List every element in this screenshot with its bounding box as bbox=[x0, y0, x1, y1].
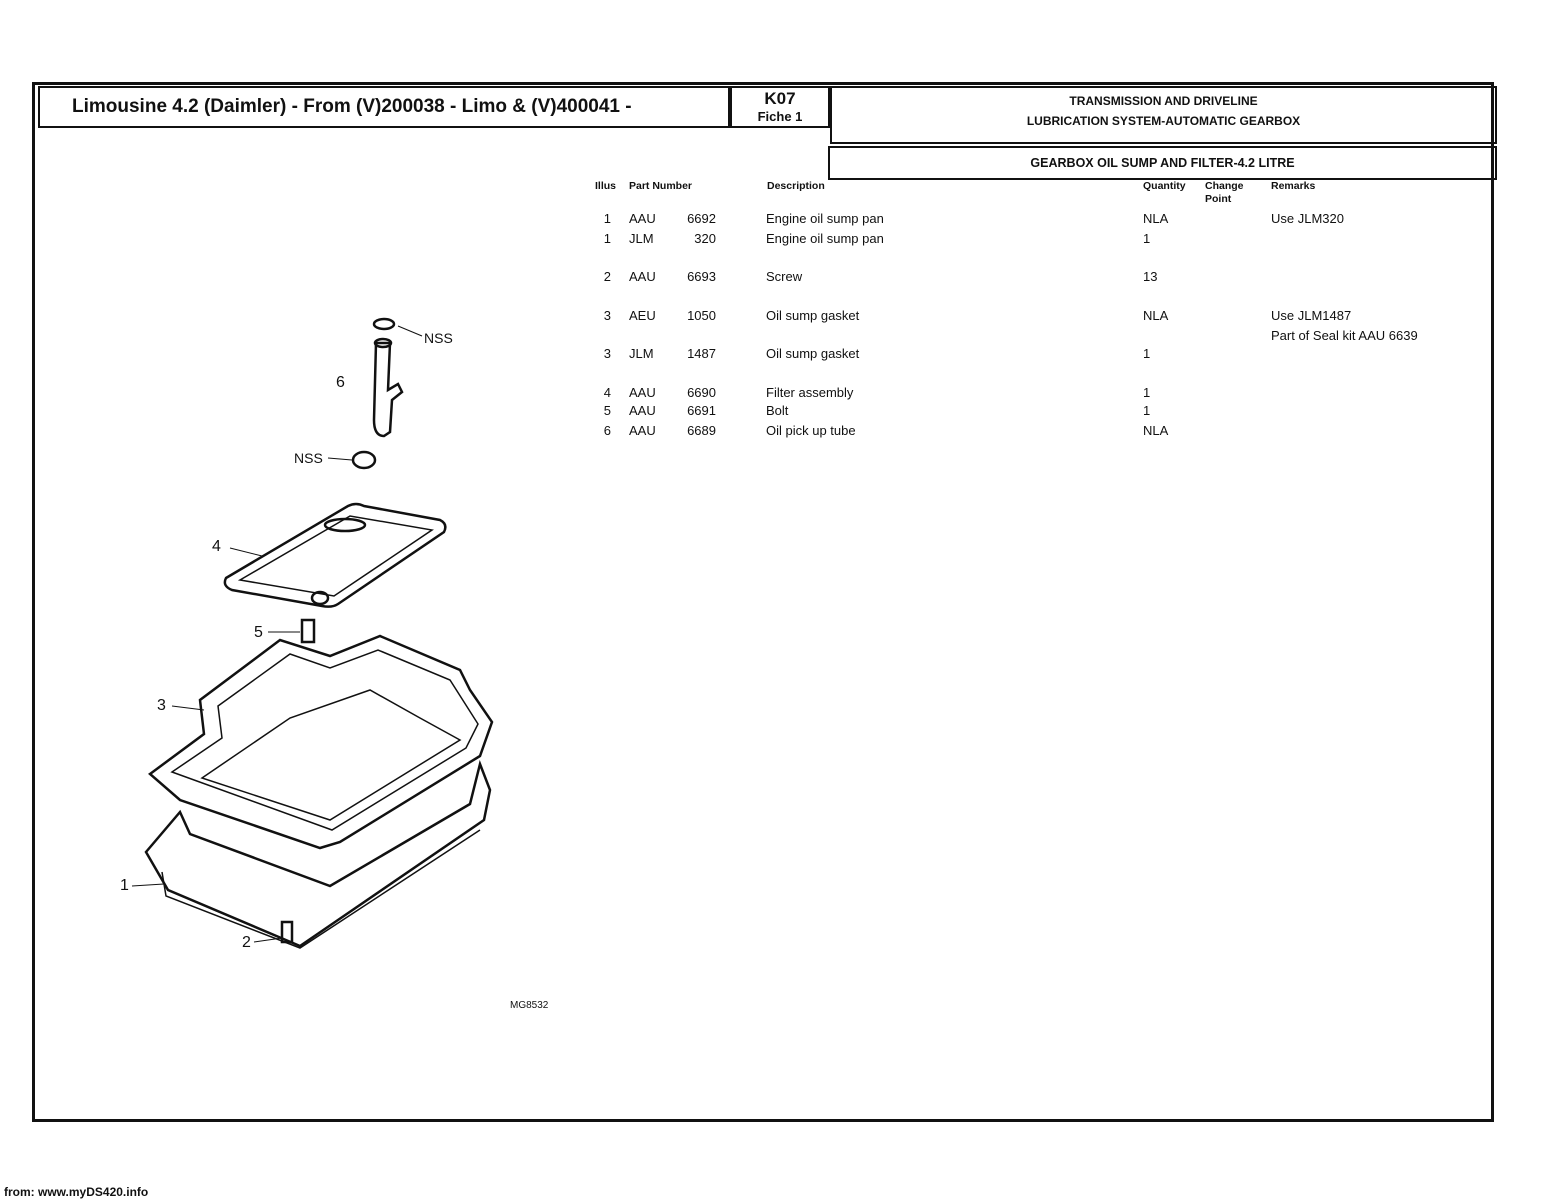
illus-number: 4 bbox=[603, 385, 611, 400]
part-quantity: 1 bbox=[1143, 346, 1151, 361]
part-number: 1050 bbox=[687, 308, 716, 323]
part-prefix: JLM bbox=[629, 231, 654, 246]
part-quantity: 1 bbox=[1143, 231, 1151, 246]
part-prefix: AAU bbox=[629, 385, 656, 400]
part-description: Bolt bbox=[766, 403, 789, 418]
part-prefix: AAU bbox=[629, 211, 656, 226]
illus-number: 3 bbox=[603, 346, 611, 361]
part-number: 6690 bbox=[687, 385, 716, 400]
illus-number: 5 bbox=[603, 403, 611, 418]
section-title: TRANSMISSION AND DRIVELINE bbox=[1069, 94, 1258, 108]
callout-6: 6 bbox=[336, 374, 345, 391]
part-quantity: 1 bbox=[1143, 403, 1151, 418]
part-number: 320 bbox=[694, 231, 716, 246]
part-quantity: NLA bbox=[1143, 211, 1169, 226]
sump-pan-part bbox=[144, 759, 492, 949]
exploded-diagram bbox=[131, 317, 494, 949]
part-row: 4 AAU 6690 Filter assembly 1 bbox=[0, 385, 1549, 401]
part-description: Filter assembly bbox=[766, 385, 854, 400]
part-quantity: 13 bbox=[1143, 269, 1158, 284]
illus-number: 2 bbox=[603, 269, 611, 284]
part-description: Engine oil sump pan bbox=[766, 211, 884, 226]
part-row: 3 JLM 1487 Oil sump gasket 1 bbox=[0, 346, 1549, 362]
section-box: TRANSMISSION AND DRIVELINE LUBRICATION S… bbox=[830, 86, 1497, 144]
part-prefix: JLM bbox=[629, 346, 654, 361]
callout-3: 3 bbox=[157, 697, 166, 714]
page-frame bbox=[32, 82, 1494, 1122]
filter-part bbox=[223, 502, 447, 608]
subsection-title: LUBRICATION SYSTEM-AUTOMATIC GEARBOX bbox=[1026, 114, 1301, 128]
illus-number: 6 bbox=[603, 423, 611, 438]
pickup-tube-part bbox=[372, 337, 404, 438]
fiche-code-box: K07 Fiche 1 bbox=[730, 86, 830, 128]
leader-lines bbox=[131, 325, 423, 943]
col-remarks: Remarks bbox=[1271, 180, 1316, 192]
illus-number: 3 bbox=[603, 308, 611, 323]
col-change-point: Change Point bbox=[1205, 180, 1244, 205]
part-prefix: AEU bbox=[629, 308, 656, 323]
col-description: Description bbox=[767, 180, 825, 192]
screw-part bbox=[280, 920, 294, 944]
illus-number: 1 bbox=[603, 211, 611, 226]
part-description: Screw bbox=[766, 269, 803, 284]
callout-4: 4 bbox=[212, 538, 221, 555]
part-prefix: AAU bbox=[629, 403, 656, 418]
part-row: 6 AAU 6689 Oil pick up tube NLA bbox=[0, 423, 1549, 439]
o-ring-part bbox=[372, 317, 396, 331]
part-remarks: Use JLM1487 bbox=[1271, 308, 1352, 323]
part-number: 1487 bbox=[687, 346, 716, 361]
part-number: 6689 bbox=[687, 423, 716, 438]
part-remarks: Use JLM320 bbox=[1271, 211, 1344, 226]
page-title: Limousine 4.2 (Daimler) - From (V)200038… bbox=[38, 86, 730, 128]
part-row: 2 AAU 6693 Screw 13 bbox=[0, 269, 1549, 285]
gasket-part bbox=[148, 634, 494, 850]
part-description: Oil sump gasket bbox=[766, 346, 860, 361]
callout-nss-oring: NSS bbox=[424, 330, 453, 346]
part-number: 6692 bbox=[687, 211, 716, 226]
fiche-code: K07 bbox=[764, 89, 796, 108]
part-quantity: 1 bbox=[1143, 385, 1151, 400]
part-description: Engine oil sump pan bbox=[766, 231, 884, 246]
part-number: 6693 bbox=[687, 269, 716, 284]
part-number: 6691 bbox=[687, 403, 716, 418]
part-row: 1 AAU 6692 Engine oil sump pan NLA Use JLM320 bbox=[0, 211, 1549, 227]
col-quantity: Quantity bbox=[1143, 180, 1186, 192]
illus-number: 1 bbox=[603, 231, 611, 246]
callout-2: 2 bbox=[242, 934, 251, 951]
part-quantity: NLA bbox=[1143, 308, 1169, 323]
part-quantity: NLA bbox=[1143, 423, 1169, 438]
callout-5: 5 bbox=[254, 624, 263, 641]
part-prefix: AAU bbox=[629, 423, 656, 438]
part-description: Oil pick up tube bbox=[766, 423, 856, 438]
part-description: Oil sump gasket bbox=[766, 308, 860, 323]
part-prefix: AAU bbox=[629, 269, 656, 284]
footer-source: from: www.myDS420.info bbox=[4, 1185, 149, 1199]
fiche-number: Fiche 1 bbox=[757, 109, 803, 124]
diagram-reference: MG8532 bbox=[510, 1000, 549, 1011]
col-part-number: Part Number bbox=[629, 180, 693, 192]
bolt-part bbox=[300, 618, 316, 644]
part-row: 1 JLM 320 Engine oil sump pan 1 bbox=[0, 231, 1549, 247]
callout-nss-plug: NSS bbox=[294, 450, 323, 466]
part-row: 5 AAU 6691 Bolt 1 bbox=[0, 403, 1549, 419]
group-title: GEARBOX OIL SUMP AND FILTER-4.2 LITRE bbox=[828, 146, 1497, 180]
part-remarks-2: Part of Seal kit AAU 6639 bbox=[1271, 328, 1418, 343]
plug-part bbox=[351, 450, 377, 470]
col-illus: Illus bbox=[595, 180, 617, 192]
callout-1: 1 bbox=[120, 877, 129, 894]
